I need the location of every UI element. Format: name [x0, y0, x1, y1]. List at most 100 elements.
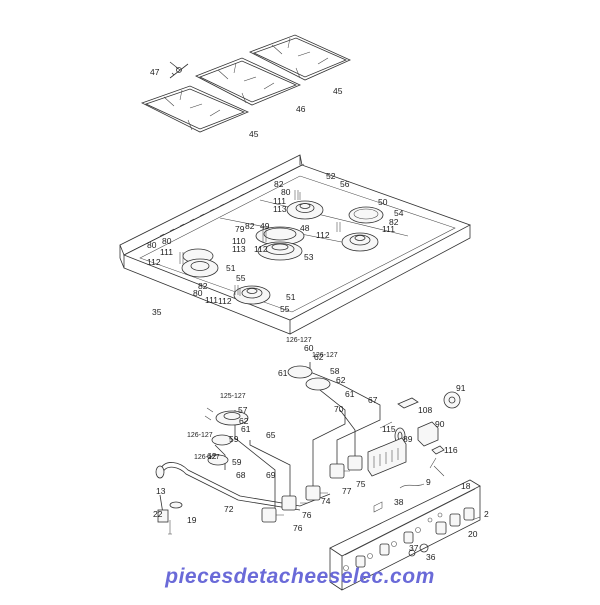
callout-53: 53	[304, 252, 314, 262]
terminal-block-89	[367, 437, 407, 477]
callout-116: 116	[444, 445, 458, 455]
lamp-holder-116	[429, 445, 445, 477]
callout-35: 35	[152, 307, 162, 317]
callout-74: 74	[321, 496, 331, 506]
callout-46: 46	[296, 104, 306, 114]
callout-54: 54	[394, 208, 404, 218]
callout-111: 111	[273, 196, 286, 206]
screw-2	[471, 516, 481, 521]
callout-82: 82	[245, 221, 255, 231]
callout-89: 89	[403, 434, 413, 444]
callout-90: 90	[435, 419, 445, 429]
callout-13: 13	[156, 486, 166, 496]
callout-37: 37	[409, 543, 419, 553]
callout-2: 2	[484, 509, 489, 519]
callout-113: 113	[232, 244, 246, 254]
callout-65: 65	[266, 430, 276, 440]
callout-9: 9	[426, 477, 431, 487]
callout-125-127: 125-127	[220, 393, 246, 400]
callout-61: 61	[278, 368, 288, 378]
callout-22: 22	[153, 509, 163, 519]
pan-support-grid-right	[249, 34, 351, 81]
callout-82: 82	[198, 281, 208, 291]
callout-51: 51	[286, 292, 296, 302]
callout-82: 82	[389, 217, 399, 227]
igniter-91	[443, 391, 461, 409]
callout-111: 111	[382, 224, 395, 234]
callout-77: 77	[342, 486, 352, 496]
callout-56: 56	[340, 179, 350, 189]
callout-112: 112	[218, 296, 232, 306]
burner-cap-50	[348, 206, 384, 224]
callout-19: 19	[187, 515, 197, 525]
callout-80: 80	[147, 240, 157, 250]
panel-holes	[343, 512, 443, 571]
callout-69: 69	[266, 470, 276, 480]
callout-59: 59	[232, 457, 242, 467]
callout-126-127: 126-127	[187, 432, 213, 439]
pan-support-grid-middle	[195, 57, 301, 106]
callout-45: 45	[333, 86, 343, 96]
burner-right-54	[341, 232, 379, 252]
bracket-38	[373, 501, 383, 513]
callout-112: 112	[254, 244, 268, 254]
callout-80: 80	[281, 187, 291, 197]
callout-82: 82	[274, 179, 284, 189]
pan-support-grid-small	[169, 61, 189, 79]
callout-68: 68	[236, 470, 246, 480]
burner-left-rear	[181, 248, 219, 278]
callout-58: 58	[330, 366, 340, 376]
callout-126-127: 126-127	[286, 337, 312, 344]
gas-rail-72	[155, 462, 331, 511]
callout-51: 51	[226, 263, 236, 273]
callout-126-127: 126-127	[312, 352, 338, 359]
callout-61: 61	[241, 424, 251, 434]
callout-57: 57	[238, 405, 248, 415]
callout-113: 113	[273, 204, 287, 214]
small-parts-13-22-19	[157, 494, 183, 535]
callout-72: 72	[224, 504, 234, 514]
wok-burner-48-49-53	[255, 226, 305, 261]
callout-50: 50	[378, 197, 388, 207]
callout-112: 112	[316, 230, 330, 240]
callout-126-127: 126-127	[194, 454, 220, 461]
burner-front	[233, 285, 271, 305]
callout-115: 115	[382, 424, 396, 434]
callout-79: 79	[235, 224, 245, 234]
callout-108: 108	[418, 405, 432, 415]
spark-generator-90	[417, 421, 439, 447]
callout-75: 75	[356, 479, 366, 489]
callout-60: 60	[304, 343, 314, 353]
callout-36: 36	[426, 552, 436, 562]
watermark-text: piecesdetacheeselec.com	[164, 565, 435, 588]
callout-70: 70	[334, 404, 344, 414]
callout-62: 62	[336, 375, 346, 385]
callout-62: 62	[207, 451, 217, 461]
callout-52: 52	[326, 171, 336, 181]
callout-67: 67	[368, 395, 378, 405]
wiring-9	[399, 483, 425, 489]
callout-76: 76	[293, 523, 303, 533]
pan-support-grid-left	[140, 85, 250, 133]
callout-59: 59	[229, 434, 239, 444]
burner-rear-right	[286, 200, 324, 220]
callout-62: 62	[239, 416, 249, 426]
callout-80: 80	[193, 288, 203, 298]
callout-62: 62	[314, 352, 324, 362]
callout-47: 47	[150, 67, 160, 77]
callout-76: 76	[302, 510, 312, 520]
burner-bodies	[204, 365, 331, 466]
callout-55: 55	[236, 273, 246, 283]
switch-108	[397, 397, 419, 409]
callout-49: 49	[260, 221, 270, 231]
callout-61: 61	[345, 389, 355, 399]
callout-45: 45	[249, 129, 259, 139]
callout-91: 91	[456, 383, 466, 393]
callout-55: 55	[280, 304, 290, 314]
callout-110: 110	[232, 236, 246, 246]
callout-111: 111	[160, 247, 173, 257]
callout-38: 38	[394, 497, 404, 507]
callout-20: 20	[468, 529, 478, 539]
